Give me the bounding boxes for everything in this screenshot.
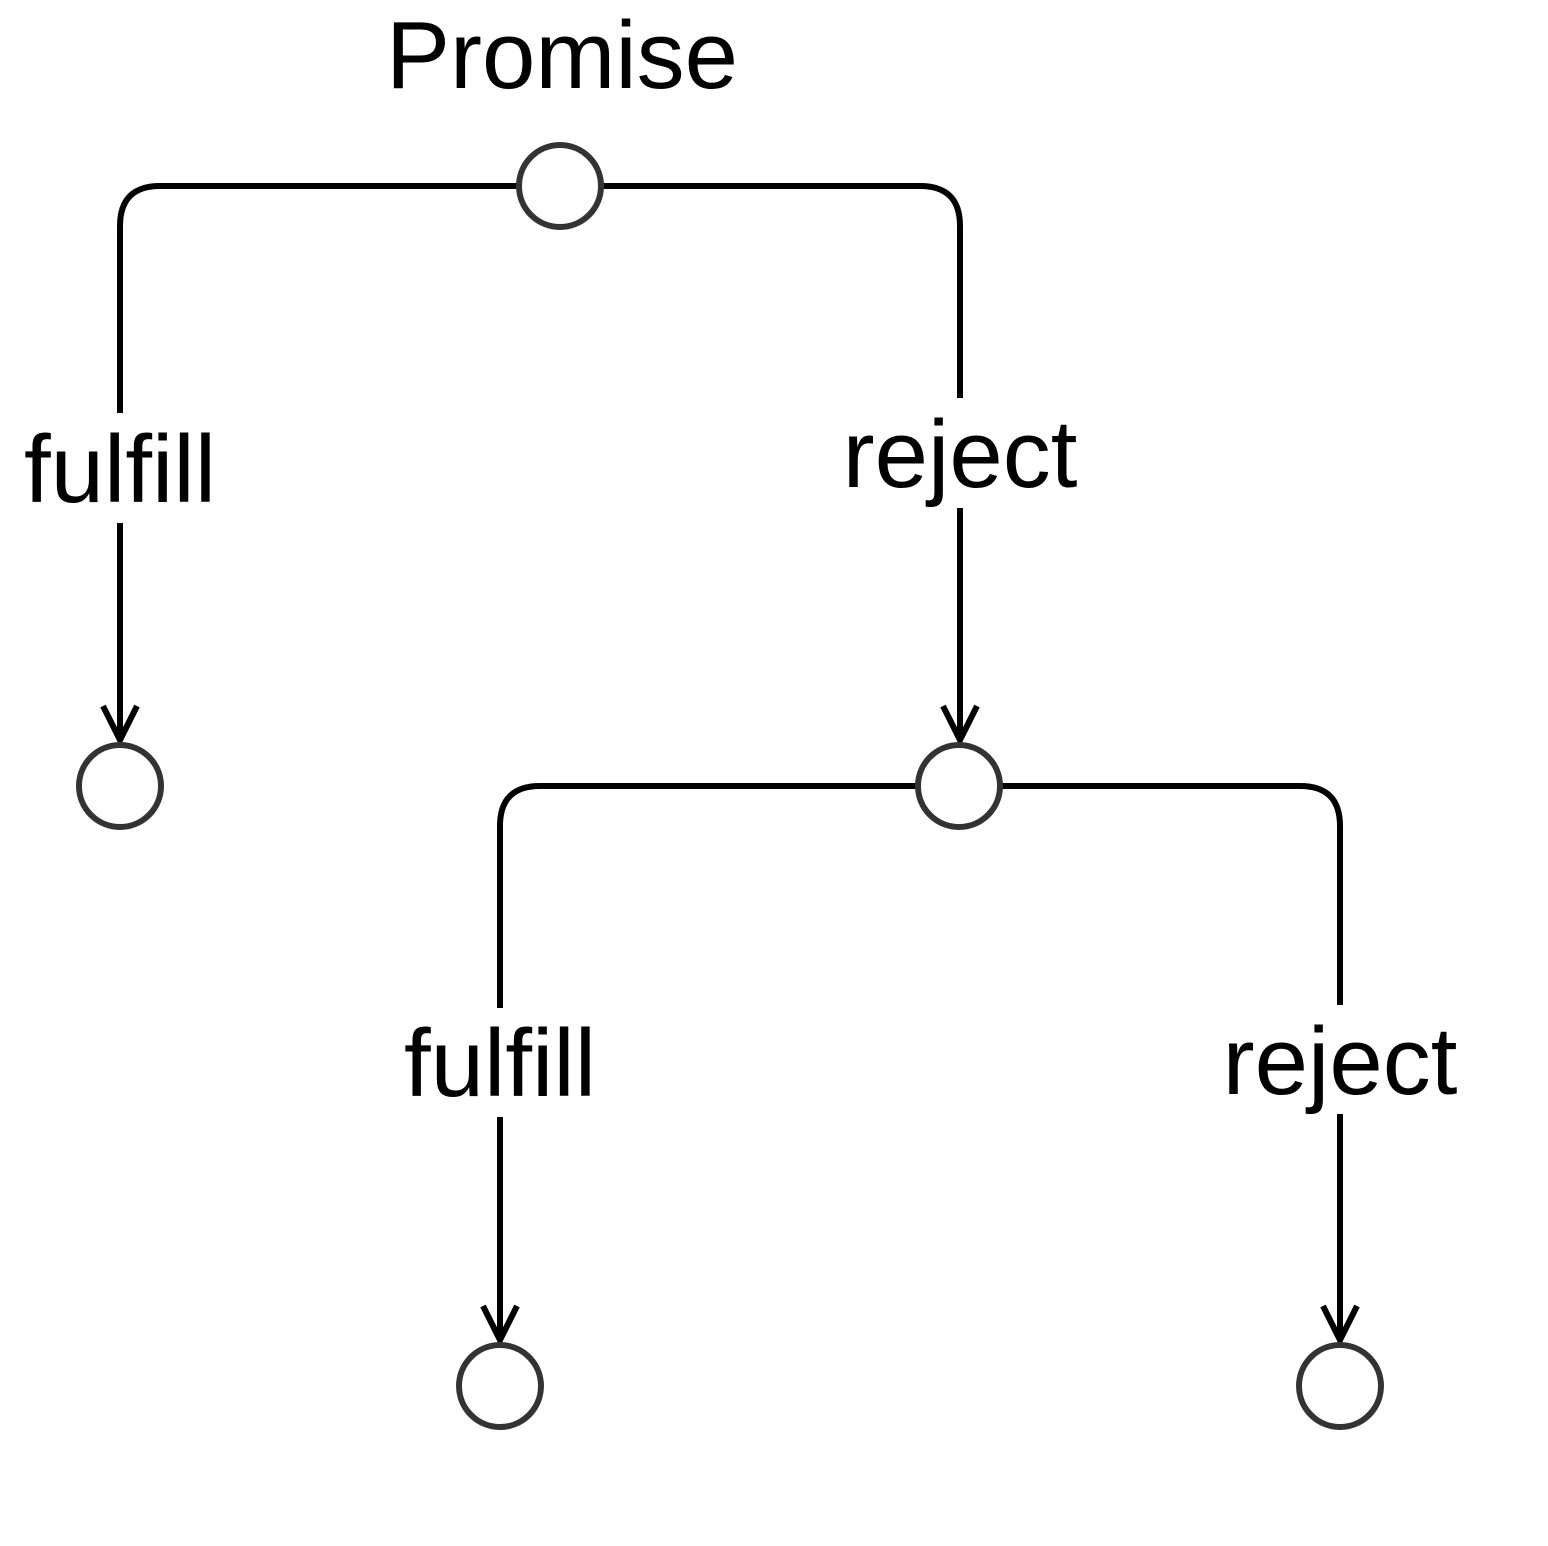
- edge-rejected-fulfill: fulfill: [404, 783, 918, 1347]
- arrowhead: [1320, 1304, 1360, 1347]
- promise-state-node-root: [516, 142, 604, 230]
- promise-state-node-rejected-1: [915, 742, 1003, 830]
- arrowhead: [940, 704, 980, 747]
- promise-state-node-fulfilled-2: [456, 1342, 544, 1430]
- promise-state-node-fulfilled-1: [76, 742, 164, 830]
- arrowhead: [480, 1304, 520, 1347]
- edge-root-fulfill: fulfill: [24, 183, 520, 747]
- edge-label-fulfill: fulfill: [404, 1010, 596, 1117]
- diagram-title: Promise: [386, 2, 738, 109]
- edge-root-reject: reject: [602, 183, 1078, 747]
- edge-label-fulfill: fulfill: [24, 416, 216, 523]
- promise-state-node-rejected-2: [1296, 1342, 1384, 1430]
- edge-label-reject: reject: [1223, 1008, 1458, 1115]
- edge-label-reject: reject: [843, 401, 1078, 508]
- edge-rejected-reject: reject: [1000, 783, 1458, 1347]
- arrowhead: [100, 704, 140, 747]
